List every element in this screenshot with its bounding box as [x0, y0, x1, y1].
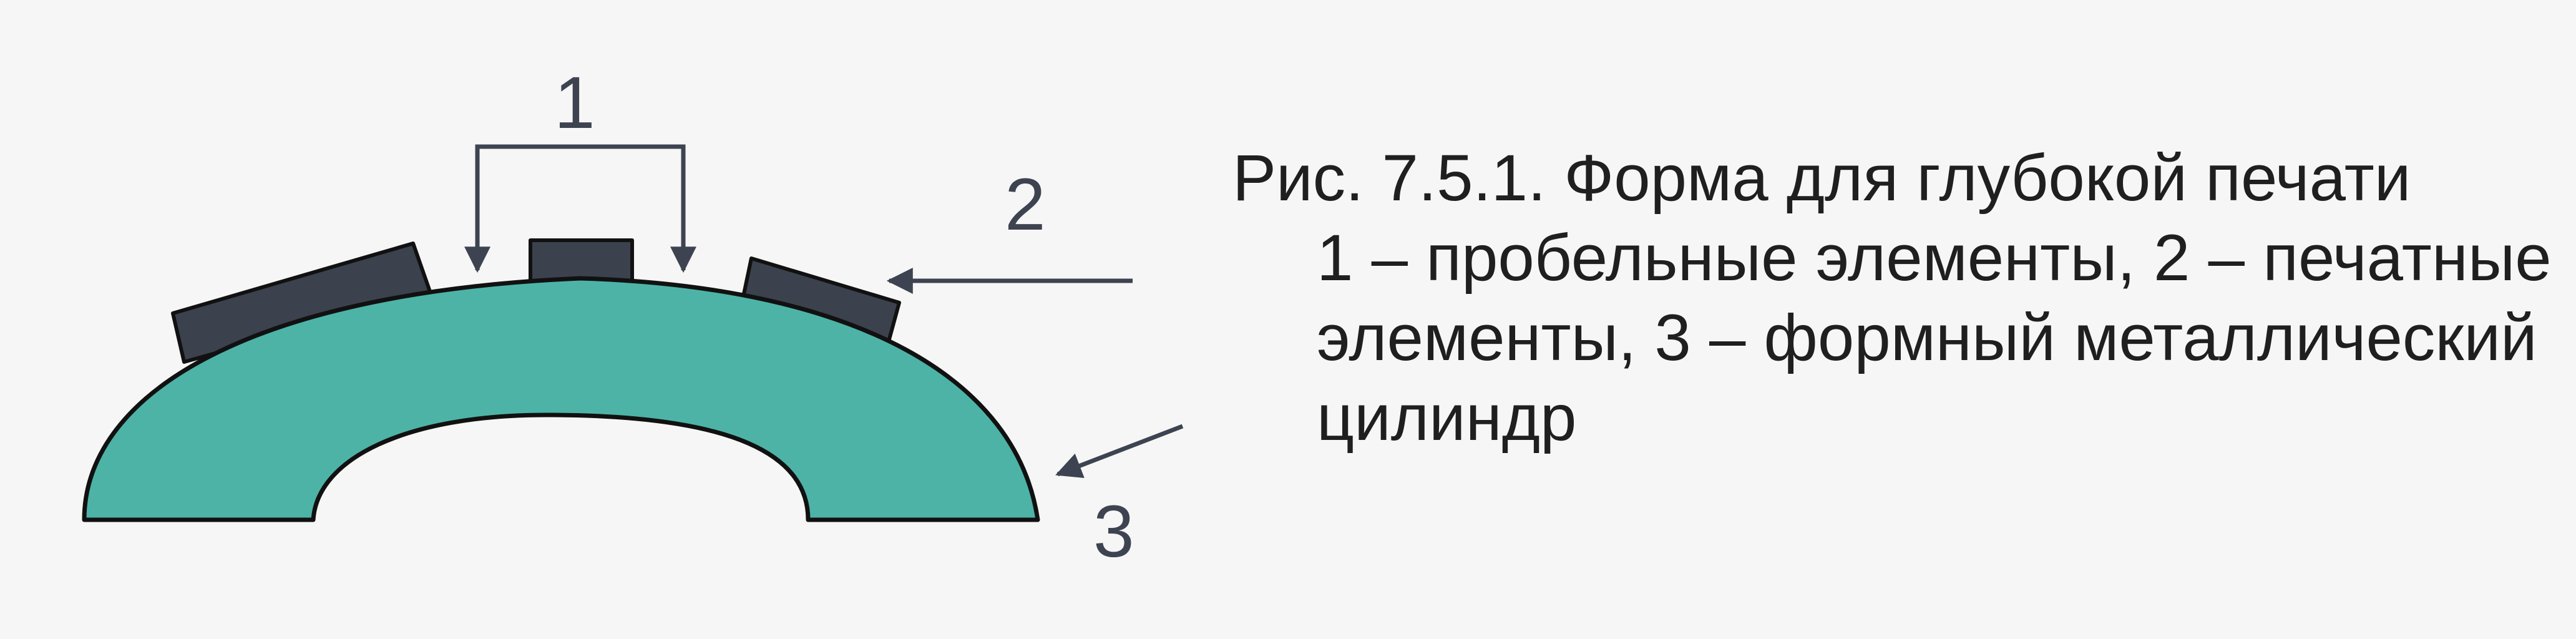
figure-legend: 1 – пробельные элементы, 2 – печатные эл…	[1317, 222, 2552, 454]
gravure-form-diagram: 1 2 3	[82, 62, 1184, 573]
callout-1-label: 1	[554, 62, 595, 144]
callout-2-label: 2	[1005, 163, 1046, 246]
figure-caption: Рис. 7.5.1. Форма для глубокой печати 1 …	[1232, 139, 2555, 458]
callout-3-arrow	[1055, 424, 1184, 479]
figure-title: Рис. 7.5.1. Форма для глубокой печати	[1232, 142, 2411, 215]
callout-3-label: 3	[1093, 490, 1134, 573]
callout-1-bracket	[475, 144, 696, 273]
form-cylinder	[82, 276, 1040, 522]
printing-element-center	[529, 238, 634, 283]
